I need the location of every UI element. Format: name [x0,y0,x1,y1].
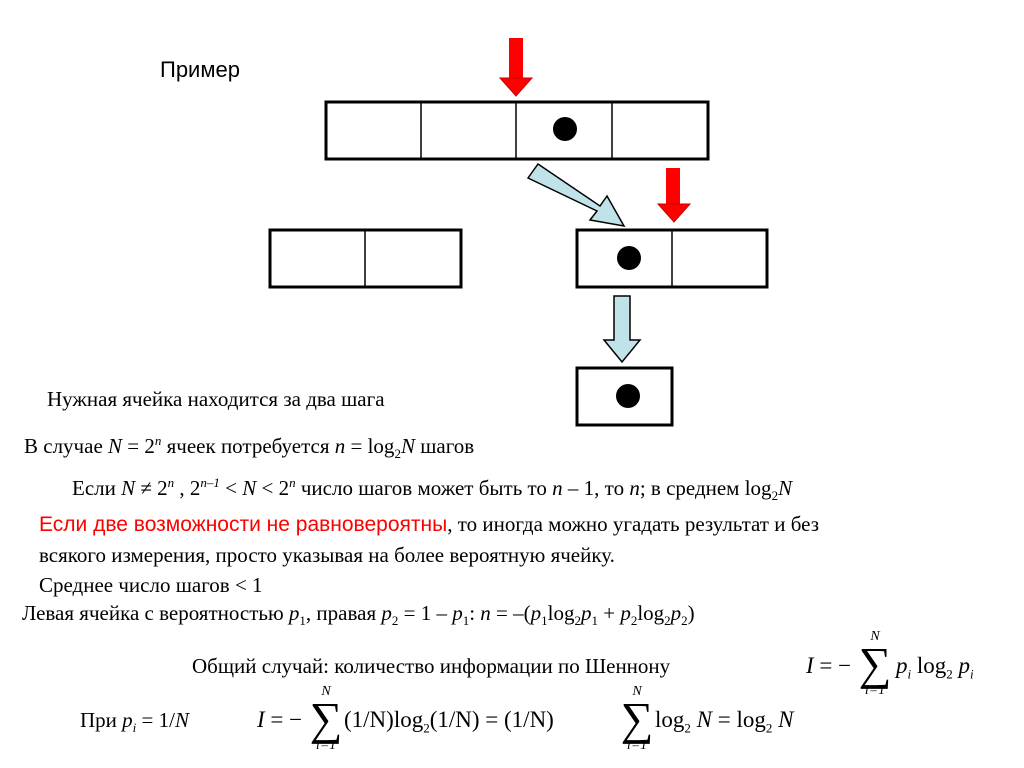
uniform-condition: При pi = 1/N [80,708,189,736]
blue-down-arrow [602,295,642,364]
uniform-lhs: I = − [257,707,303,732]
blue-diagonal-arrow [526,162,626,228]
shannon-formula-lhs: I = − [806,653,852,678]
uniform-rhs: log2 N = log2 N [655,707,794,736]
target-dot [616,384,640,408]
shannon-sum: N ∑ i=1 [858,629,892,698]
row-two-cells-right [575,228,769,289]
single-cell [575,366,674,427]
row-two-cells-left [268,228,463,289]
uniform-middle: (1/N)log2(1/N) = (1/N) [344,707,554,736]
uniform-sum-1: N ∑ i=1 [309,684,343,753]
line-two-cell-probabilities: Левая ячейка с вероятностью p1, правая p… [22,601,695,629]
line-average-steps: Среднее число шагов < 1 [39,573,263,597]
target-dot [617,246,641,270]
red-down-arrow-2 [656,168,692,223]
title: Пример [160,57,240,82]
uniform-sum-2: N ∑ i=1 [620,684,654,753]
line-case-power-of-two: В случае N = 2n ячеек потребуется n = lo… [24,433,475,462]
shannon-caption: Общий случай: количество информации по Ш… [192,654,671,678]
cell-row-frame [324,100,710,161]
shannon-formula-rhs: pi log2 pi [896,653,974,682]
target-dot [553,117,577,141]
line-not-power-of-two: Если N ≠ 2n , 2n–1 < N < 2n число шагов … [72,475,793,504]
red-down-arrow [498,38,534,97]
caption-two-steps: Нужная ячейка находится за два шага [47,387,385,411]
line-unequal-probabilities: Если две возможности не равновероятны, т… [39,512,819,536]
line-unequal-probabilities-2: всякого измерения, просто указывая на бо… [39,543,615,567]
row-four-cells [324,100,710,161]
